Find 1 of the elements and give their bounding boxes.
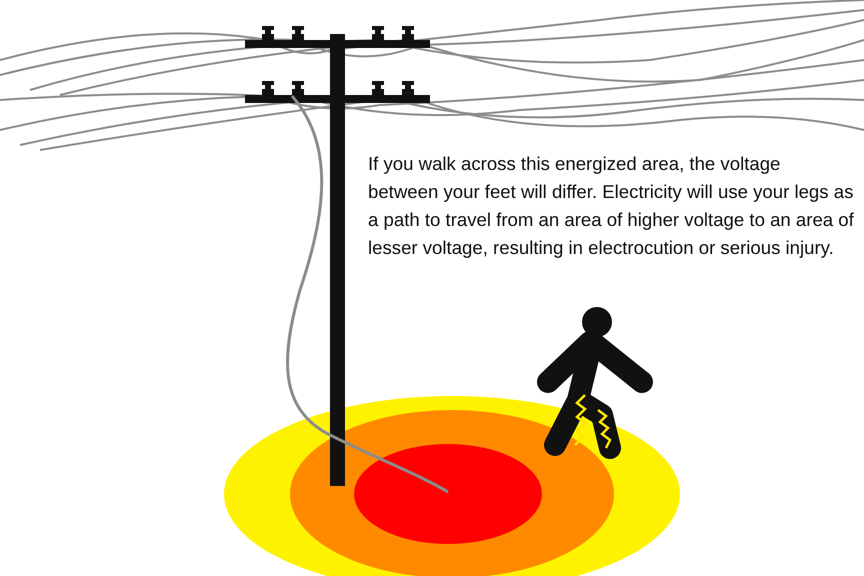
warning-text: If you walk across this energized area, the voltage between your feet will differ. Electricity will use your legs as a path to travel from an area of higher voltage to an area of lesser voltage, resulting in electrocution or serious injury. [368,152,854,260]
